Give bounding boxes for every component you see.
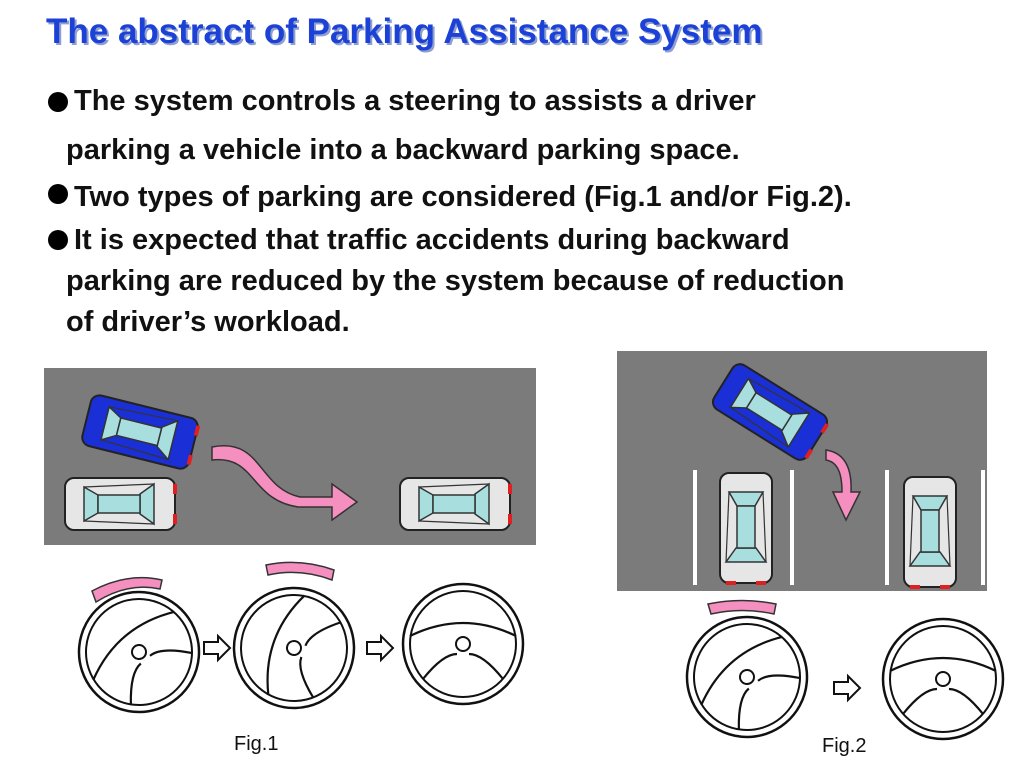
trajectory-arrow (825, 449, 862, 522)
fig2-caption: Fig.2 (822, 735, 867, 757)
steering-wheel-icon (661, 591, 833, 763)
trajectory-arrow (211, 444, 359, 522)
bullet-text-line: parking are reduced by the system becaus… (66, 265, 845, 297)
fig1-steering-sequence (53, 561, 525, 738)
parked-car (718, 471, 774, 585)
bullet-text-line: Two types of parking are considered (Fig… (74, 181, 852, 213)
fig2-parking-scene (617, 351, 987, 591)
bullet-dot-icon (48, 230, 68, 250)
steering-wheel-icon (215, 569, 373, 727)
right-arrow-icon (366, 635, 394, 661)
bullet-item: Two types of parking are considered (Fig… (48, 174, 1008, 220)
bullet-text-line: parking a vehicle into a backward parkin… (66, 134, 740, 166)
bullet-item: It is expected that traffic accidents du… (48, 220, 1008, 343)
turn-arrow (707, 599, 777, 615)
turn-arrow (91, 576, 163, 604)
parked-car (902, 475, 958, 589)
turn-arrow (265, 561, 335, 582)
fig2-steering-sequence (661, 591, 1005, 763)
parked-car (398, 476, 512, 532)
steering-wheel-icon (53, 566, 225, 738)
steering-wheel-icon (881, 617, 1005, 741)
bullet-item: The system controls a steering to assist… (48, 82, 1008, 180)
bullet-text-line: The system controls a steering to assist… (74, 85, 756, 117)
slide-title: The abstract of Parking Assistance Syste… (46, 12, 763, 51)
parked-car (63, 476, 177, 532)
fig1-caption: Fig.1 (234, 733, 279, 755)
bullet-text-line: It is expected that traffic accidents du… (74, 224, 790, 256)
bullet-text-line: of driver’s workload. (66, 306, 350, 338)
right-arrow-icon (833, 675, 861, 701)
steering-wheel-icon (401, 582, 525, 706)
fig1-parking-scene (44, 368, 536, 545)
bullet-dot-icon (48, 184, 68, 204)
right-arrow-icon (203, 635, 231, 661)
bullet-dot-icon (48, 92, 68, 112)
bullet-list: The system controls a steering to assist… (48, 82, 1008, 343)
